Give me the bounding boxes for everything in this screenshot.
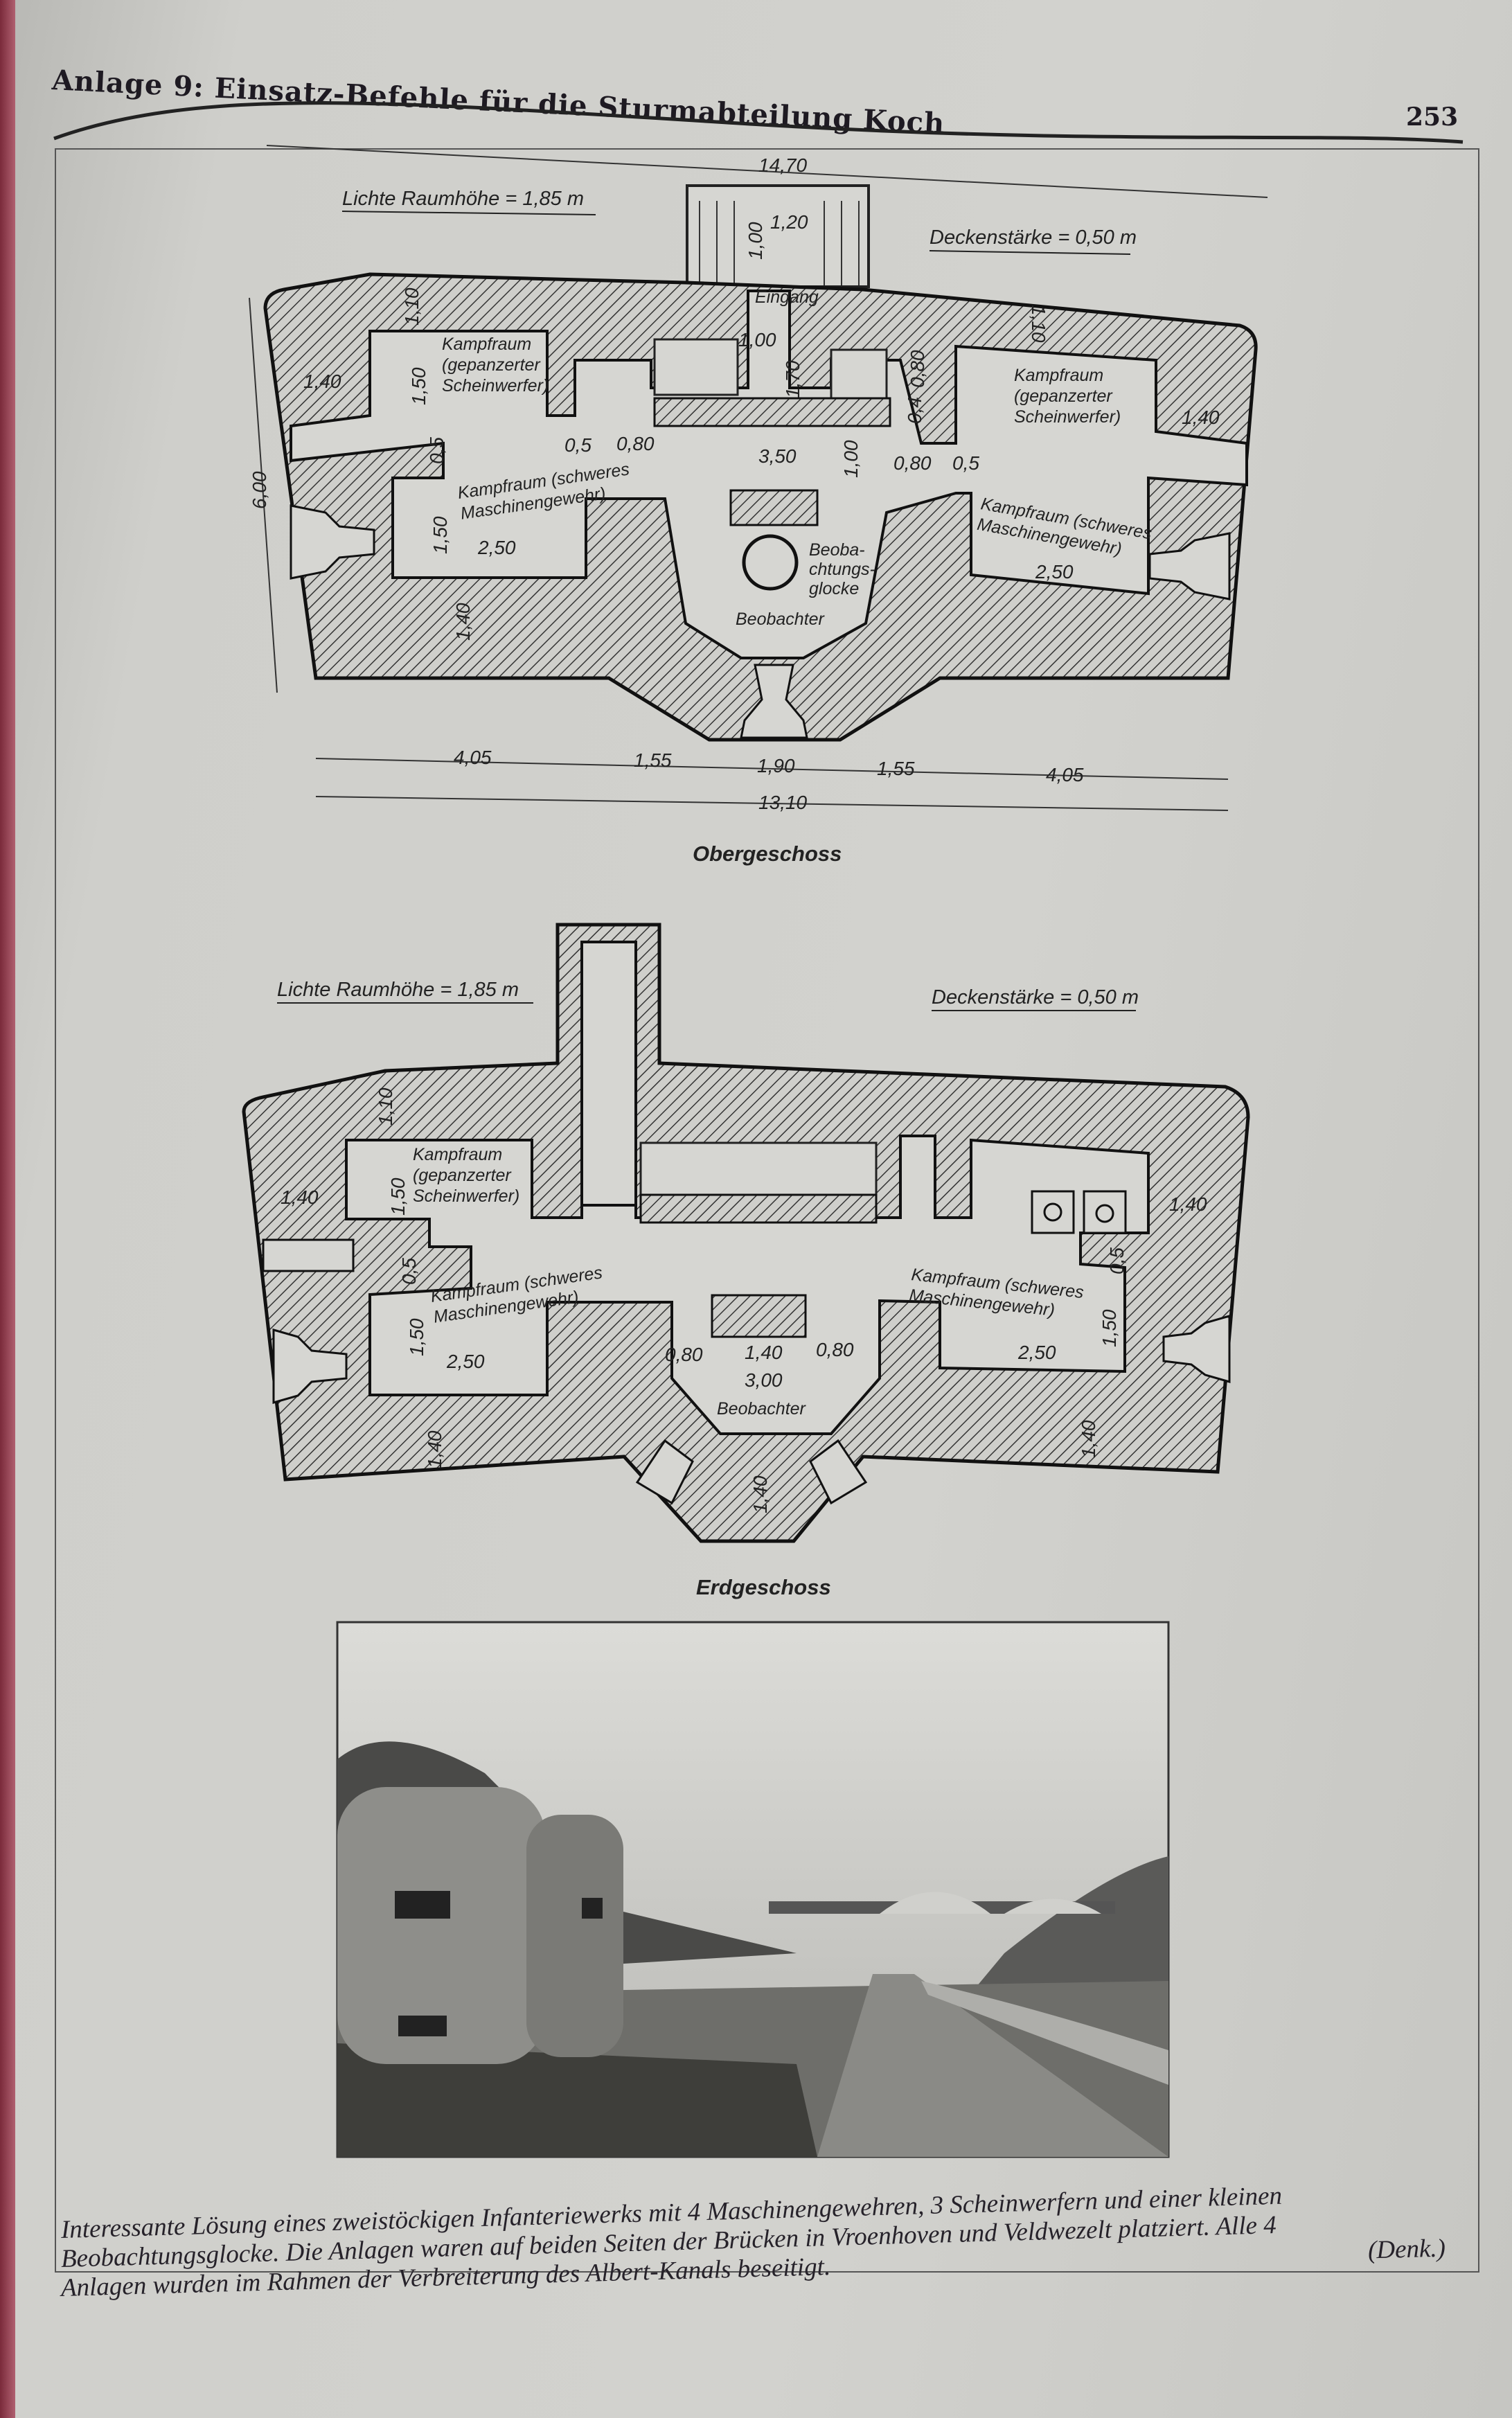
- dimension: 2,50: [1017, 1342, 1056, 1363]
- label-observation-bell: Beoba-: [809, 540, 865, 560]
- lower-floor-plan: Lichte Raumhöhe = 1,85 m Deckenstärke = …: [242, 923, 1250, 1599]
- stair-left: [653, 338, 739, 396]
- dimension: 0,80: [816, 1339, 854, 1360]
- dimension: 6,00: [249, 471, 270, 509]
- lower-stair: [639, 1141, 878, 1196]
- label-searchlight-room-right: Scheinwerfer): [1014, 407, 1121, 427]
- dimension: 2,50: [446, 1351, 485, 1372]
- label-searchlight-room: Kampfraum: [413, 1145, 502, 1164]
- dimension: 0,4: [904, 397, 925, 424]
- label-searchlight-room-right: Kampfraum: [1014, 366, 1103, 385]
- dimension: 1,40: [1169, 1193, 1207, 1215]
- dimension: 1,40: [745, 1342, 783, 1363]
- lower-note-ceiling: Deckenstärke = 0,50 m: [932, 986, 1139, 1008]
- label-observation-bell: glocke: [809, 579, 859, 598]
- bunker-photo: [336, 1621, 1170, 2158]
- lower-plan-title: Erdgeschoss: [696, 1575, 831, 1599]
- bunker-tower-left: [337, 1787, 545, 2064]
- embrasure-right-icon: [1162, 1315, 1231, 1383]
- lower-interior: [345, 1135, 1150, 1435]
- upper-note-ceiling: Deckenstärke = 0,50 m: [930, 226, 1137, 249]
- label-searchlight-room: Scheinwerfer): [413, 1186, 519, 1206]
- dimension: 0,80: [907, 350, 928, 388]
- embrasure-bottom-left-icon: [635, 1439, 694, 1505]
- embrasure-bottom-right-icon: [809, 1439, 868, 1505]
- dimension: 1,90: [757, 755, 795, 776]
- label-observation-bell: chtungs-: [809, 560, 875, 579]
- dimension: 1,00: [738, 329, 776, 350]
- header-rule: [53, 101, 1464, 144]
- dimension: 1,50: [1099, 1309, 1120, 1347]
- dimension: 1,40: [281, 1186, 319, 1208]
- embrasure-left-icon: [290, 504, 375, 580]
- dimension: 1,10: [1028, 305, 1049, 343]
- dimension: 1,50: [406, 1318, 427, 1356]
- dimension: 0,80: [893, 452, 932, 474]
- label-entrance: Eingang: [755, 287, 819, 307]
- embrasure-right-icon: [1148, 532, 1231, 601]
- label-searchlight-room-left: Scheinwerfer): [442, 376, 549, 395]
- page-number: 253: [1406, 103, 1459, 132]
- dimension: 1,50: [429, 516, 451, 554]
- dimension: 1,55: [877, 758, 915, 779]
- dimension: 4,05: [1046, 764, 1084, 785]
- dimension: 3,00: [745, 1369, 783, 1391]
- label-observer: Beobachter: [717, 1399, 807, 1419]
- dimension: 1,40: [1182, 407, 1220, 428]
- dimension: 14,70: [758, 154, 807, 176]
- lower-note-height: Lichte Raumhöhe = 1,85 m: [277, 979, 519, 1001]
- dimension: 0,80: [616, 433, 655, 454]
- dimension: 1,40: [1078, 1420, 1099, 1458]
- dimension: 1,10: [401, 287, 423, 326]
- dimension: 1,10: [375, 1087, 396, 1126]
- dimension: 1,50: [408, 367, 429, 405]
- dimension: 0,5: [398, 1258, 420, 1285]
- dimension: 13,10: [758, 792, 807, 813]
- dimension: 1,40: [424, 1430, 445, 1468]
- dimension: 3,50: [758, 445, 797, 467]
- dimension: 1,00: [840, 440, 862, 478]
- dimension: 1,40: [452, 603, 474, 641]
- dimension: 1,40: [749, 1475, 771, 1513]
- upper-note-height: Lichte Raumhöhe = 1,85 m: [342, 188, 584, 210]
- upper-plan-title: Obergeschoss: [693, 842, 842, 866]
- dimension: 1,70: [782, 360, 803, 398]
- label-searchlight-room-left: Kampfraum: [442, 335, 531, 354]
- dimension: 1,40: [303, 371, 341, 392]
- dimension: 0,5: [1106, 1247, 1128, 1274]
- stair-right: [830, 348, 888, 403]
- dimension: 2,50: [1035, 561, 1074, 583]
- dimension: 1,00: [745, 222, 766, 260]
- label-observer: Beobachter: [736, 610, 826, 629]
- dimension: 2,50: [477, 537, 516, 558]
- dimension: 1,55: [634, 749, 672, 771]
- dimension: 1,50: [387, 1177, 409, 1216]
- observation-bell-icon: [742, 534, 799, 591]
- dimension: 0,80: [665, 1344, 703, 1365]
- label-searchlight-room: (gepanzerter: [413, 1166, 512, 1185]
- dimension: 1,20: [770, 211, 808, 233]
- embrasure-bottom-icon: [740, 664, 808, 739]
- dimension: 0,5: [952, 452, 979, 474]
- figure-frame: [55, 148, 1479, 2273]
- label-searchlight-room-left: (gepanzerter: [442, 355, 541, 375]
- label-searchlight-room-right: (gepanzerter: [1014, 386, 1113, 406]
- dimension: 0,5: [426, 437, 447, 464]
- upper-floor-plan: Lichte Raumhöhe = 1,85 m Deckenstärke = …: [249, 145, 1268, 866]
- dimension: 4,05: [454, 747, 492, 768]
- book-spine: [0, 0, 15, 2418]
- bunker-tower-right: [526, 1815, 623, 2057]
- dimension: 0,5: [564, 434, 592, 456]
- embrasure-left-icon: [272, 1328, 348, 1404]
- photo-credit: (Denk.): [1367, 2234, 1446, 2265]
